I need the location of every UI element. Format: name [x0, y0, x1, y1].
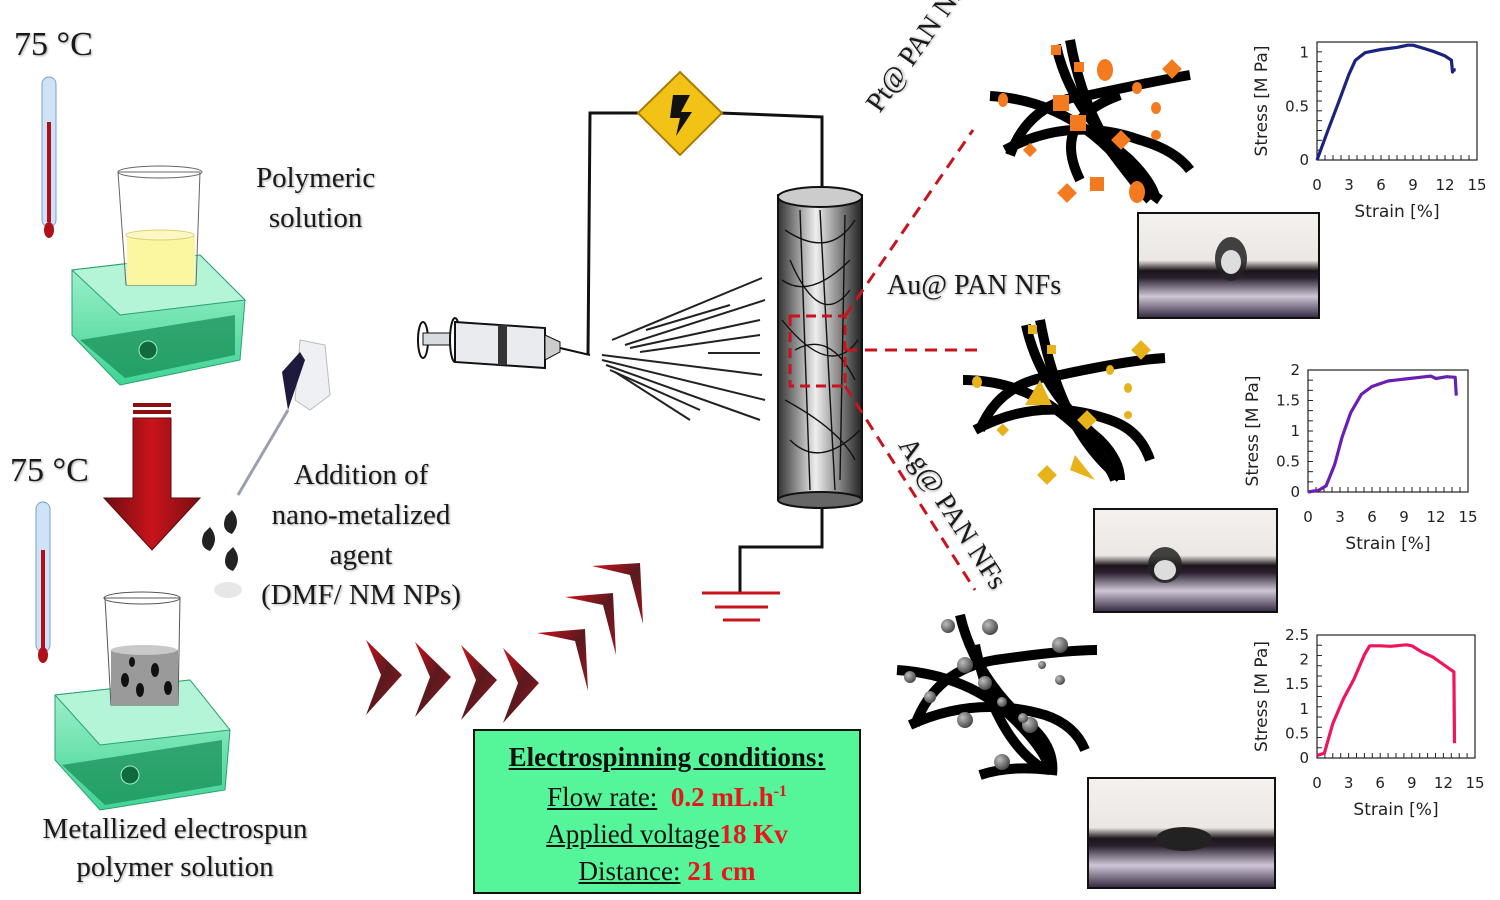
condition-key: Distance:	[578, 856, 681, 886]
thermometer-icon-bottom	[35, 501, 51, 663]
x-tick-label: 6	[1376, 176, 1386, 194]
x-axis-label: Strain [%]	[1353, 800, 1438, 820]
x-tick-label: 0	[1312, 774, 1322, 792]
x-axis-label: Strain [%]	[1345, 534, 1430, 554]
y-tick-label: 0.5	[1285, 724, 1309, 742]
polymeric-solution-line-1: Polymeric	[256, 162, 376, 194]
temperature-label-top: 75 °C	[14, 26, 93, 63]
x-tick-label: 12	[1434, 774, 1453, 792]
flow-chevrons	[366, 563, 643, 723]
y-tick-label: 1	[1299, 44, 1309, 62]
syringe-icon	[417, 317, 591, 370]
metallized-solution-label: Metallized electrospun polymer solution	[20, 810, 330, 886]
y-tick-label: 1.5	[1276, 392, 1300, 410]
plot-area	[1316, 634, 1476, 759]
ag-contact-angle-photo	[1087, 777, 1276, 889]
x-tick-label: 3	[1344, 774, 1354, 792]
au-contact-angle-photo	[1093, 508, 1278, 613]
conditions-title: Electrospinning conditions:	[508, 742, 826, 772]
condition-voltage: Applied voltage18 Kv	[475, 816, 859, 853]
series-line	[1316, 643, 1457, 758]
y-tick-label: 0	[1290, 483, 1300, 501]
collector-drum	[777, 186, 863, 509]
metallized-line-1: Metallized electrospun	[42, 813, 308, 845]
condition-value: 0.2 mL.h	[670, 782, 774, 812]
x-axis-label: Strain [%]	[1354, 202, 1439, 222]
addition-line-4: (DMF/ NM NPs)	[261, 579, 461, 611]
x-tick-label: 9	[1408, 176, 1418, 194]
condition-key: Flow rate:	[547, 782, 658, 812]
beaker-icon-bottom	[103, 591, 181, 706]
pt-nanofiber-network	[989, 39, 1194, 205]
y-tick-label: 2	[1290, 361, 1300, 379]
y-tick-label: 0	[1299, 749, 1309, 767]
series-line	[1307, 374, 1458, 494]
addition-line-3: agent	[329, 539, 393, 571]
series-line	[1315, 43, 1456, 161]
ground-icon	[702, 591, 780, 622]
ag-nanofiber-network	[896, 613, 1098, 780]
branch-lines	[843, 129, 985, 591]
x-tick-label: 9	[1407, 774, 1417, 792]
condition-flow-rate: Flow rate: 0.2 mL.h-1	[475, 773, 859, 816]
y-tick-label: 1	[1299, 700, 1309, 718]
condition-key: Applied voltage	[546, 819, 720, 849]
y-tick-label: 0	[1299, 151, 1309, 169]
y-axis-label: Stress [M Pa]	[1252, 641, 1272, 752]
x-tick-label: 0	[1312, 176, 1322, 194]
condition-value: 21 cm	[687, 856, 756, 886]
x-tick-label: 15	[1467, 176, 1486, 194]
hotplate-icon-bottom	[53, 679, 231, 811]
metallized-line-2: polymer solution	[76, 851, 274, 883]
x-tick-label: 12	[1435, 176, 1454, 194]
addition-line-1: Addition of	[293, 459, 429, 491]
au-nanofiber-network	[962, 319, 1166, 485]
beaker-icon-top	[117, 165, 203, 286]
high-voltage-icon	[636, 70, 724, 157]
pt-contact-angle-photo	[1137, 212, 1320, 319]
down-arrow-icon	[102, 403, 202, 551]
x-tick-label: 12	[1426, 508, 1445, 526]
plot-area	[1316, 41, 1478, 161]
x-tick-label: 0	[1303, 508, 1313, 526]
addition-label: Addition of nano-metalized agent (DMF/ N…	[256, 455, 466, 615]
y-axis-label: Stress [M Pa]	[1243, 376, 1263, 487]
y-tick-label: 2	[1299, 651, 1309, 669]
x-tick-label: 3	[1335, 508, 1345, 526]
au-branch-label: Au@ PAN NFs	[887, 270, 1062, 301]
y-tick-label: 1	[1290, 422, 1300, 440]
circuit-wires	[586, 111, 824, 592]
droplets-icon	[202, 510, 242, 598]
x-tick-label: 15	[1458, 508, 1477, 526]
electrospinning-conditions-box: Electrospinning conditions: Flow rate: 0…	[473, 729, 861, 894]
polymeric-solution-line-2: solution	[268, 202, 363, 234]
addition-line-2: nano-metalized	[271, 499, 451, 531]
x-tick-label: 15	[1465, 774, 1484, 792]
y-tick-label: 2.5	[1285, 626, 1309, 644]
x-tick-label: 6	[1367, 508, 1377, 526]
x-tick-label: 9	[1399, 508, 1409, 526]
thermometer-icon-top	[41, 76, 57, 238]
condition-sup: -1	[773, 783, 787, 800]
y-tick-label: 0.5	[1285, 97, 1309, 115]
polymeric-solution-label: Polymeric solution	[256, 158, 375, 238]
y-tick-label: 0.5	[1276, 453, 1300, 471]
temperature-label-bottom: 75 °C	[10, 452, 89, 489]
x-tick-label: 3	[1344, 176, 1354, 194]
y-tick-label: 1.5	[1285, 675, 1309, 693]
y-axis-label: Stress [M Pa]	[1252, 46, 1272, 157]
condition-distance: Distance: 21 cm	[475, 853, 859, 890]
x-tick-label: 6	[1375, 774, 1385, 792]
pipette-icon	[236, 339, 331, 496]
condition-value: 18 Kv	[719, 819, 788, 849]
fiber-spray	[601, 277, 766, 421]
